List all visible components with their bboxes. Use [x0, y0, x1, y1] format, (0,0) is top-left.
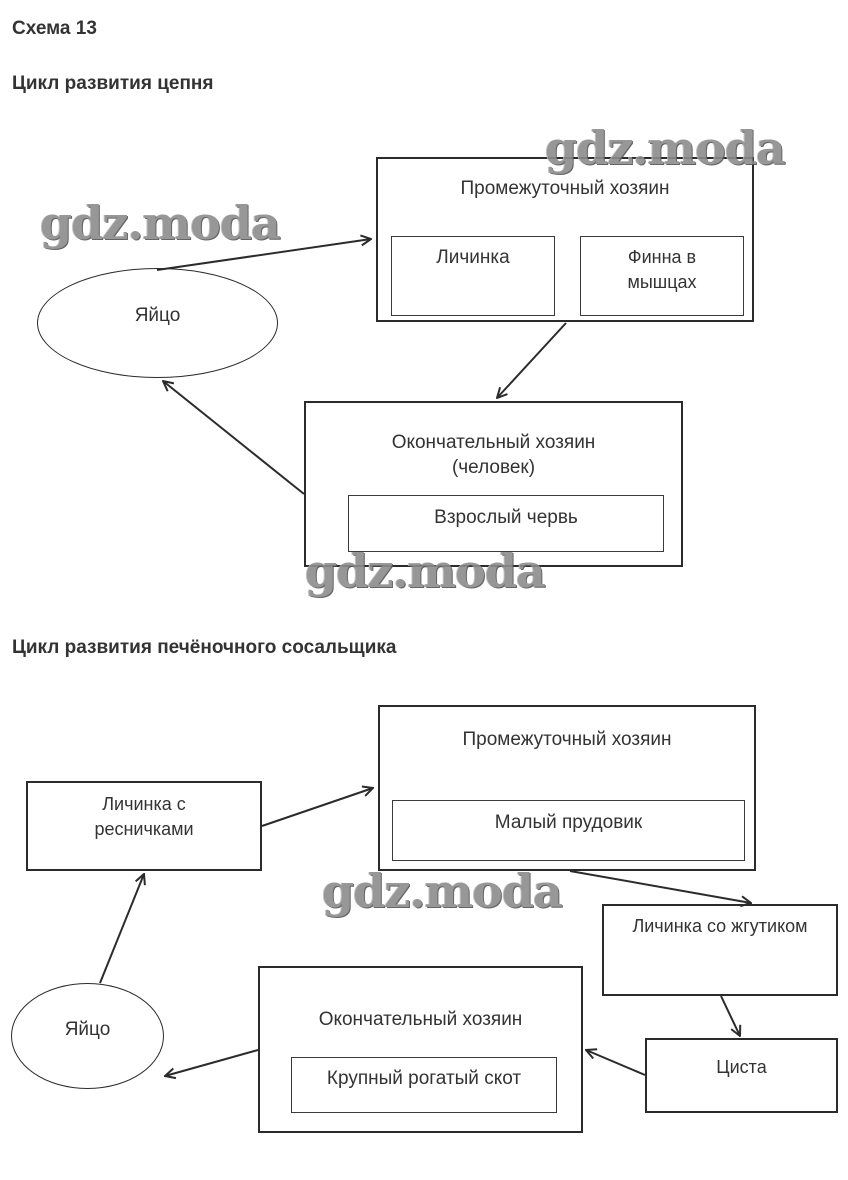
- stage-box-finna: [580, 236, 744, 316]
- stage-label-larva: Личинка: [436, 247, 510, 268]
- watermark: gdz.moda: [322, 864, 563, 918]
- watermark: gdz.moda: [305, 544, 546, 598]
- diagram2-title: Цикл развития печёночного сосальщика: [12, 637, 397, 658]
- stage-label-cattle: Крупный рогатый скот: [326, 1068, 522, 1089]
- intermediate-host-label: Промежуточный хозяин: [460, 178, 670, 199]
- intermediate-host-label-2: Промежуточный хозяин: [462, 729, 672, 750]
- cyst-label: Циста: [716, 1057, 767, 1077]
- intermediate-host-box-2: [378, 705, 756, 871]
- arrow-ciliated-to-intermediate: [261, 788, 373, 827]
- intermediate-host-box: [376, 157, 754, 322]
- stage-box-adult-worm: [348, 495, 664, 552]
- ciliated-larva-box: [26, 781, 262, 871]
- scheme-title: Схема 13: [12, 18, 97, 39]
- arrow-flagellated-to-cyst: [720, 995, 740, 1036]
- stage-label-adult-worm: Взрослый червь: [434, 507, 578, 528]
- arrow-intermediate-to-definitive: [497, 322, 567, 398]
- watermark: gdz.moda: [40, 196, 281, 250]
- definitive-host-box-2: [258, 966, 583, 1133]
- arrow-egg-to-ciliated: [99, 874, 144, 984]
- diagram1-title: Цикл развития цепня: [12, 73, 214, 94]
- arrow-definitive-to-egg-2: [165, 1049, 259, 1076]
- definitive-host-label: Окончательный хозяин (человек): [391, 432, 596, 478]
- egg-node-2: [11, 983, 164, 1089]
- stage-label-pond-snail: Малый прудовик: [494, 812, 643, 833]
- cyst-box: [645, 1038, 838, 1113]
- ciliated-larva-label: Личинка с ресничками: [94, 794, 194, 839]
- flagellated-larva-label: Личинка со жгутиком: [632, 916, 808, 936]
- watermark: gdz.moda: [545, 121, 786, 175]
- definitive-host-box: [304, 401, 683, 567]
- egg-label: Яйцо: [134, 305, 181, 326]
- stage-box-larva: [391, 236, 555, 316]
- arrow-definitive-to-egg: [163, 381, 305, 495]
- arrow-cyst-to-definitive: [586, 1050, 646, 1076]
- stage-box-pond-snail: [392, 800, 745, 861]
- stage-box-cattle: [291, 1057, 557, 1113]
- stage-label-finna: Финна в мышцах: [627, 247, 697, 292]
- egg-label-2: Яйцо: [64, 1019, 111, 1040]
- arrow-intermediate-to-flagellated: [569, 870, 751, 903]
- flagellated-larva-box: [602, 904, 838, 996]
- definitive-host-label-2: Окончательный хозяин: [318, 1009, 523, 1030]
